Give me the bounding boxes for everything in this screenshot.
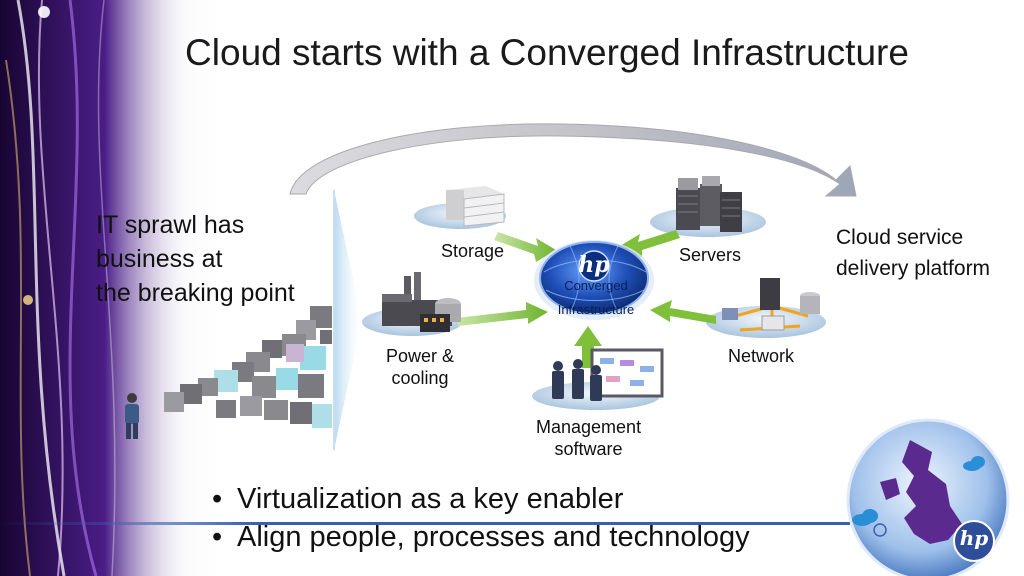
servers-icon	[676, 176, 742, 232]
network-icon	[722, 278, 820, 332]
storage-icon	[446, 186, 505, 227]
cloud-platform-caption: Cloud service delivery platform	[836, 222, 1024, 284]
purple-light-streaks	[0, 0, 190, 576]
servers-label: Servers	[679, 244, 741, 266]
slide-title: Cloud starts with a Converged Infrastruc…	[185, 32, 909, 73]
network-label: Network	[728, 345, 794, 367]
bullet-list: Virtualization as a key enabler Align pe…	[212, 480, 750, 556]
storage-label-text: Storage	[441, 241, 505, 261]
power-cooling-line: cooling	[391, 368, 449, 388]
storage-label: Storage	[441, 240, 504, 262]
power-cooling-line: Power &	[386, 346, 455, 366]
hub-hp-logo: hp	[578, 252, 610, 278]
cloud-platform-line: Cloud service	[836, 226, 964, 249]
management-software-label: Management software	[536, 416, 641, 460]
person-icon	[125, 393, 139, 439]
network-label-text: Network	[728, 346, 795, 366]
management-software-line: software	[554, 439, 623, 459]
hub-label-line: Infrastructure	[557, 302, 635, 317]
servers-label-text: Servers	[679, 245, 742, 265]
converged-infrastructure-hub	[534, 240, 654, 320]
it-sprawl-caption: IT sprawl has business at the breaking p…	[96, 208, 346, 310]
flow-arrows	[456, 230, 716, 368]
cloud-arc-arrow	[289, 123, 857, 197]
corner-hp-logo: hp	[959, 526, 989, 550]
cloud-icon	[852, 456, 985, 526]
it-sprawl-line: IT sprawl has	[96, 211, 245, 239]
management-software-line: Management	[536, 417, 642, 437]
sprawl-funnel	[333, 190, 362, 450]
bullet-item: Align people, processes and technology	[212, 518, 750, 556]
hub-label-line: Converged	[564, 278, 628, 293]
bullet-item: Virtualization as a key enabler	[212, 480, 750, 518]
hub-label: Converged Infrastructure	[546, 274, 646, 322]
it-sprawl-line: business at	[96, 245, 223, 273]
power-cooling-label: Power & cooling	[386, 345, 454, 389]
it-sprawl-line: the breaking point	[96, 279, 295, 307]
it-sprawl-cubes	[164, 306, 332, 428]
management-display-icon	[552, 348, 664, 401]
cloud-platform-line: delivery platform	[836, 257, 991, 280]
power-cooling-icon	[382, 272, 461, 332]
hp-logo-icon	[953, 520, 995, 562]
